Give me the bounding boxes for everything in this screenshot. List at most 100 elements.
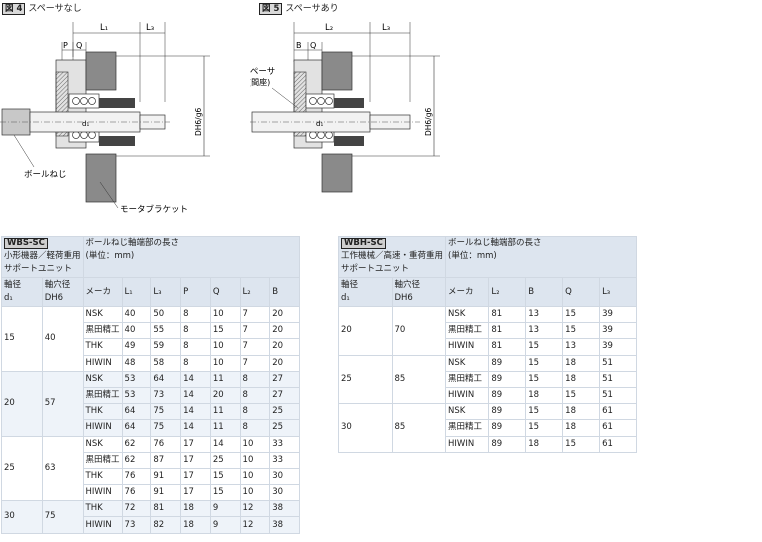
fig5-spacer-sub-label: (間座) [250, 77, 270, 87]
value-cell: 25 [209, 451, 241, 469]
value-cell: 17 [180, 484, 211, 502]
value-cell: 82 [150, 516, 182, 534]
value-cell: 14 [180, 386, 211, 405]
value-cell: 51 [599, 386, 637, 405]
wbh-sc-table: WBH-SC 工作機械／高速・重荷重用 サポートユニット ボールねじ軸端部の長さ… [337, 236, 637, 453]
maker-cell: HIWIN [82, 516, 123, 534]
value-cell: 89 [488, 435, 527, 453]
value-cell: 14 [180, 419, 211, 437]
value-cell: 72 [121, 500, 152, 518]
bore-diameter-cell: 63 [41, 435, 84, 502]
bore-diameter-cell: 57 [41, 370, 84, 437]
table2-col-q: Q [562, 277, 601, 307]
table1-col-l1: L₁ [121, 277, 152, 307]
value-cell: 12 [239, 516, 271, 534]
fig5-b-label: B [296, 41, 302, 50]
value-cell: 51 [599, 370, 637, 388]
value-cell: 27 [269, 386, 300, 405]
table1-sub2: サポートユニット [4, 264, 73, 274]
wbs-sc-table: WBS-SC 小形機器／軽荷重用 サポートユニット ボールねじ軸端部の長さ (単… [1, 236, 301, 534]
value-cell: 18 [562, 403, 601, 421]
fig4-q-label: Q [76, 41, 82, 50]
table1-tag: WBS-SC [4, 238, 48, 249]
table2-col-l3: L₃ [599, 277, 637, 307]
value-cell: 8 [180, 322, 211, 340]
value-cell: 61 [599, 435, 637, 453]
fig5-drawing: L₂ L₃ B Q d₁ DH6/g6 スペーサ (間座) [250, 22, 440, 193]
table1-head-right2: (単位：mm) [85, 251, 135, 261]
value-cell: 30 [269, 484, 300, 502]
value-cell: 30 [269, 467, 300, 486]
fig4-l1-label: L₁ [100, 23, 108, 33]
value-cell: 25 [269, 419, 300, 437]
bore-diameter-cell: 75 [41, 500, 84, 534]
table2-header-right: ボールねじ軸端部の長さ (単位：mm) [445, 236, 637, 278]
value-cell: 8 [239, 419, 271, 437]
table2-sub2: サポートユニット [341, 264, 410, 274]
value-cell: 7 [239, 338, 271, 356]
value-cell: 18 [562, 419, 601, 437]
shaft-diameter-cell: 20 [338, 306, 393, 356]
value-cell: 18 [562, 370, 601, 388]
value-cell: 11 [209, 403, 241, 421]
value-cell: 14 [180, 370, 211, 388]
value-cell: 81 [488, 322, 527, 340]
bore-diameter-cell: 85 [391, 354, 447, 405]
value-cell: 7 [239, 305, 271, 324]
value-cell: 15 [562, 322, 601, 340]
value-cell: 15 [562, 386, 601, 405]
value-cell: 76 [121, 467, 152, 486]
maker-cell: NSK [445, 305, 490, 324]
table2-head-right2: (単位：mm) [448, 251, 497, 261]
value-cell: 59 [150, 338, 182, 356]
value-cell: 61 [599, 419, 637, 437]
maker-cell: THK [82, 467, 123, 486]
table2-col-maker: メーカ [445, 277, 490, 307]
fig4-dh6-label: DH6/g6 [194, 108, 203, 136]
maker-cell: 黒田精工 [445, 419, 490, 437]
value-cell: 15 [525, 403, 564, 421]
maker-cell: 黒田精工 [82, 451, 123, 469]
value-cell: 15 [525, 354, 564, 372]
value-cell: 7 [239, 354, 271, 372]
value-cell: 76 [150, 435, 182, 453]
value-cell: 15 [209, 484, 241, 502]
value-cell: 38 [269, 516, 300, 534]
maker-cell: 黒田精工 [445, 322, 490, 340]
value-cell: 13 [562, 338, 601, 356]
fig4-ballscrew-label: ボールねじ [24, 170, 67, 180]
table1-header-right: ボールねじ軸端部の長さ (単位：mm) [82, 236, 301, 278]
shaft-diameter-cell: 25 [338, 354, 393, 405]
fig4-p-label: P [63, 41, 68, 50]
maker-cell: NSK [82, 305, 123, 324]
value-cell: 14 [209, 435, 241, 453]
value-cell: 20 [269, 338, 300, 356]
value-cell: 11 [209, 370, 241, 388]
shaft-diameter-cell: 30 [1, 500, 43, 534]
table2-head-right1: ボールねじ軸端部の長さ [448, 238, 542, 248]
table2-tag: WBH-SC [341, 238, 386, 249]
value-cell: 73 [150, 386, 182, 405]
value-cell: 15 [209, 467, 241, 486]
fig5-q-label: Q [310, 41, 316, 50]
value-cell: 49 [121, 338, 152, 356]
value-cell: 10 [239, 467, 271, 486]
value-cell: 64 [121, 403, 152, 421]
value-cell: 10 [239, 484, 271, 502]
value-cell: 20 [269, 354, 300, 372]
shaft-diameter-cell: 15 [1, 306, 43, 372]
value-cell: 89 [488, 370, 527, 388]
value-cell: 20 [269, 305, 300, 324]
value-cell: 39 [599, 305, 637, 324]
value-cell: 18 [525, 386, 564, 405]
value-cell: 27 [269, 370, 300, 388]
value-cell: 10 [209, 305, 241, 324]
